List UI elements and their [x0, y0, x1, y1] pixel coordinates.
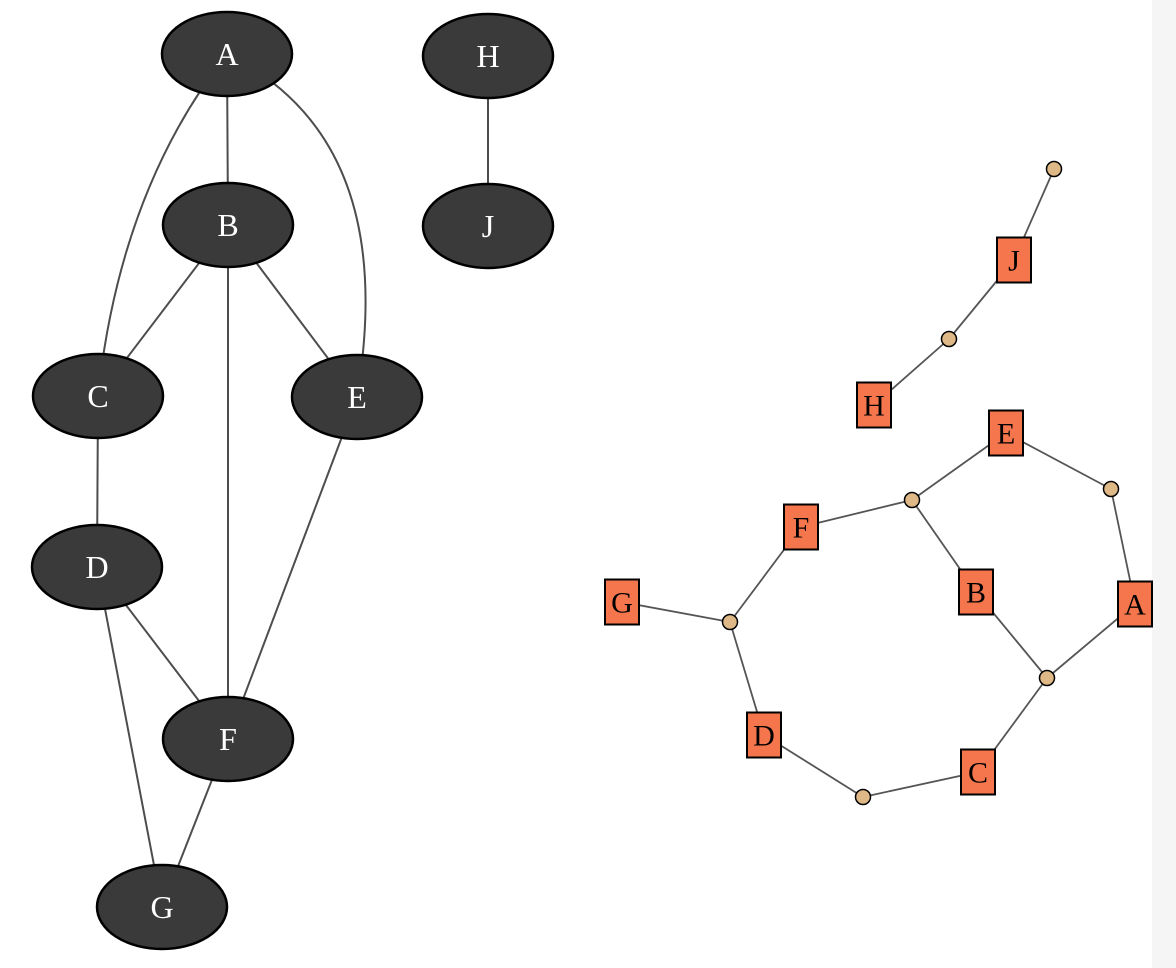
right-node-label-E: E — [997, 418, 1015, 451]
left-node-label-G: G — [150, 889, 173, 925]
left-node-ellipse-D — [30, 523, 164, 611]
right-node-label-D: D — [753, 720, 775, 753]
right-node-label-J: J — [1008, 245, 1020, 278]
left-node-label-B: B — [217, 207, 238, 243]
right-node-label-C: C — [968, 757, 988, 790]
connector-dot-c6 — [1038, 669, 1056, 687]
left-node-label-A: A — [215, 36, 238, 72]
left-node-label-E: E — [347, 379, 367, 415]
right-node-label-H: H — [863, 390, 885, 423]
right-node-square-B — [958, 568, 994, 616]
left-node-label-D: D — [85, 549, 108, 585]
right-node-square-C — [960, 748, 996, 796]
right-node-square-H — [856, 381, 892, 429]
left-edge-D-G — [96, 566, 163, 908]
connector-dot-c7 — [854, 788, 872, 806]
right-node-square-E — [988, 409, 1024, 457]
right-node-G: G — [604, 578, 640, 626]
right-node-label-G: G — [611, 587, 633, 620]
left-node-ellipse-G — [95, 863, 229, 951]
left-node-ellipse-J — [421, 182, 555, 270]
left-node-A: A — [160, 10, 294, 98]
left-node-label-C: C — [87, 378, 108, 414]
left-node-ellipse-E — [290, 353, 424, 441]
right-node-C: C — [960, 748, 996, 796]
right-node-E: E — [988, 409, 1024, 457]
right-edge-F-c3 — [800, 499, 913, 528]
right-node-B: B — [958, 568, 994, 616]
connector-dot-c4 — [1102, 480, 1120, 498]
left-node-ellipse-F — [161, 695, 295, 783]
left-node-F: F — [161, 695, 295, 783]
left-node-H: H — [421, 12, 555, 100]
connector-dot-c3 — [903, 491, 921, 509]
left-node-ellipse-A — [160, 10, 294, 98]
connector-dot-c1 — [1045, 160, 1063, 178]
right-node-F: F — [783, 503, 819, 551]
right-node-label-B: B — [966, 577, 986, 610]
right-node-square-G — [604, 578, 640, 626]
right-node-square-F — [783, 503, 819, 551]
right-node-label-F: F — [793, 512, 810, 545]
connector-dot-c2 — [940, 330, 958, 348]
right-edge-C-c7 — [862, 771, 979, 798]
left-node-E: E — [290, 353, 424, 441]
left-node-D: D — [30, 523, 164, 611]
left-node-ellipse-H — [421, 12, 555, 100]
right-node-H: H — [856, 381, 892, 429]
right-node-square-A — [1117, 580, 1153, 628]
right-node-J: J — [996, 236, 1032, 284]
left-node-label-F: F — [219, 721, 237, 757]
left-node-C: C — [31, 352, 165, 440]
left-edge-E-F — [227, 396, 358, 740]
left-node-ellipse-C — [31, 352, 165, 440]
left-node-label-H: H — [476, 38, 499, 74]
left-node-ellipse-B — [161, 181, 295, 269]
right-node-D: D — [746, 711, 782, 759]
left-node-J: J — [421, 182, 555, 270]
right-node-square-J — [996, 236, 1032, 284]
left-node-G: G — [95, 863, 229, 951]
right-node-label-A: A — [1124, 589, 1146, 622]
right-node-square-D — [746, 711, 782, 759]
right-node-A: A — [1117, 580, 1153, 628]
left-node-B: B — [161, 181, 295, 269]
left-node-label-J: J — [482, 208, 494, 244]
connector-dot-c5 — [721, 613, 739, 631]
window-edge-strip — [1152, 0, 1176, 968]
